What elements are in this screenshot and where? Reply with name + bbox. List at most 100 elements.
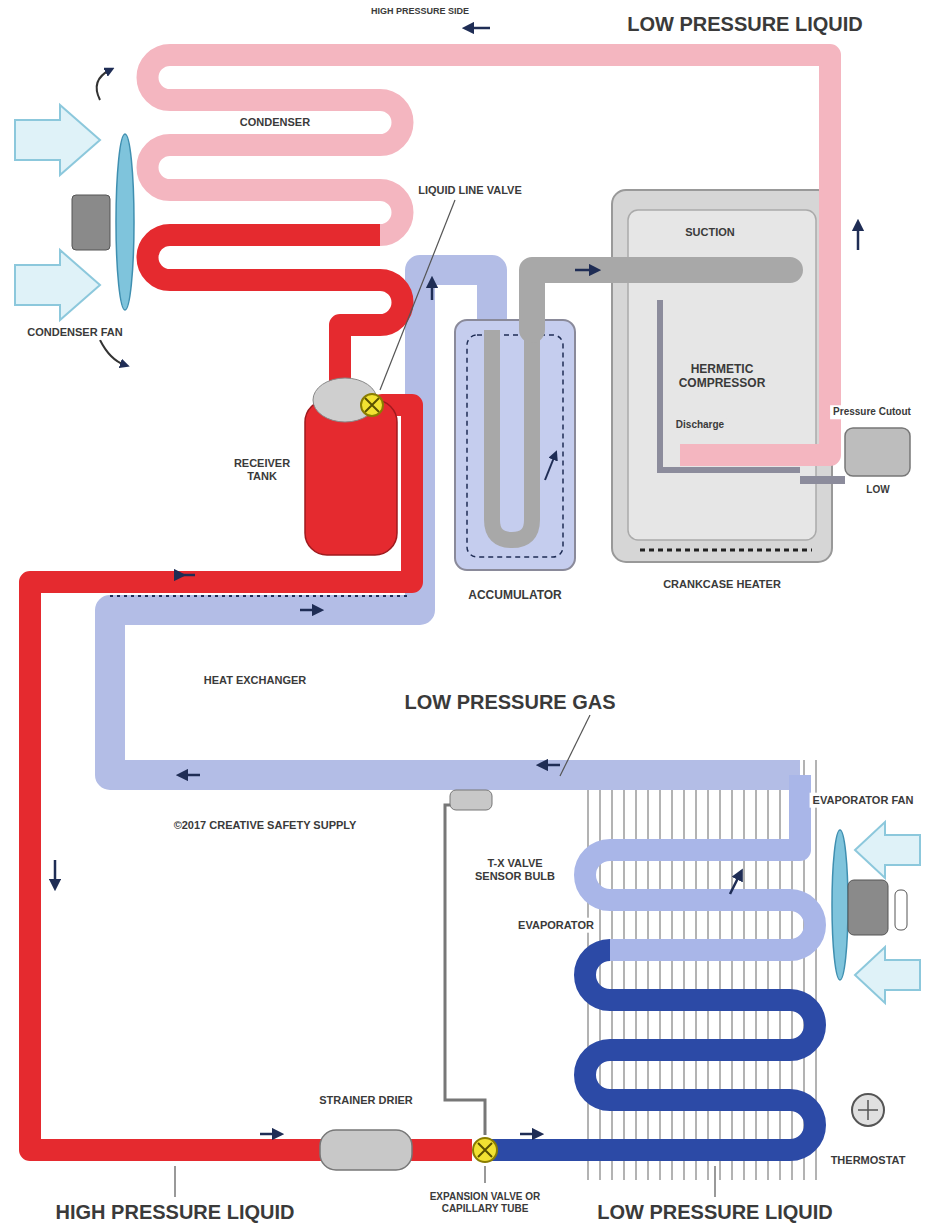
drawing-path	[730, 874, 740, 894]
drawing-path	[468, 27, 490, 30]
compressor-housing	[612, 190, 832, 562]
liquid-line	[30, 405, 472, 1150]
drawing-rect	[467, 335, 563, 557]
drawing-rect	[72, 195, 110, 250]
liquid-line-valve	[361, 394, 383, 416]
drawing-path	[484, 1166, 485, 1183]
strainer-drier	[320, 1130, 412, 1170]
fin	[599, 760, 601, 1180]
part-label: CONDENSER FAN	[24, 325, 125, 340]
drawing-path	[857, 225, 860, 250]
drawing-path	[260, 1133, 278, 1136]
part-label: EXPANSION VALVE OR CAPILLARY TUBE	[407, 1190, 563, 1215]
drawing-path	[560, 715, 590, 776]
drawing-rect	[895, 890, 907, 930]
fin	[707, 760, 709, 1180]
part-label: SUCTION	[682, 225, 738, 240]
drawing-path	[858, 1100, 878, 1120]
fin	[635, 760, 637, 1180]
fin	[779, 760, 781, 1180]
drawing-path	[180, 574, 195, 577]
fin	[767, 760, 769, 1180]
drawing-path	[182, 774, 200, 777]
sensor-bulb	[450, 790, 492, 810]
fin	[611, 760, 613, 1180]
fin	[671, 760, 673, 1180]
drawing-path	[300, 609, 318, 612]
drawing-polygon	[855, 947, 920, 1003]
part-label: LOW PRESSURE LIQUID	[624, 12, 866, 37]
drawing-path	[640, 549, 812, 552]
drawing-rect	[455, 320, 575, 570]
drawing-path	[800, 476, 845, 484]
part-label: EVAPORATOR	[515, 918, 597, 933]
part-label: EVAPORATOR FAN	[810, 793, 917, 808]
part-label: LOW PRESSURE GAS	[401, 690, 618, 715]
drawing-path	[575, 269, 595, 272]
drawing-path	[478, 1143, 492, 1157]
drawing-path	[174, 1166, 175, 1197]
evaporator-coil	[488, 950, 815, 1150]
fin	[659, 760, 661, 1180]
accumulator	[455, 320, 575, 570]
condenser-coil	[148, 235, 403, 405]
flow-arrows	[55, 28, 858, 1134]
condenser-coil	[148, 55, 831, 455]
drawing-path	[542, 764, 560, 767]
drawing-path	[100, 340, 125, 365]
part-label: HIGH PRESSURE SIDE	[368, 5, 472, 17]
drawing-path	[110, 595, 410, 597]
drawing-rect	[845, 428, 910, 476]
drawing-path	[492, 330, 532, 540]
drawing-rect	[305, 400, 397, 555]
evaporator-fan	[832, 822, 920, 1003]
drawing-polygon	[15, 105, 100, 175]
drawing-rect	[848, 880, 888, 935]
part-label: ©2017 CREATIVE SAFETY SUPPLY	[171, 818, 360, 833]
part-label: HEAT EXCHANGER	[201, 673, 309, 688]
drawing-polygon	[855, 822, 920, 878]
drawing-path	[97, 70, 110, 100]
drawing-circle	[852, 1094, 884, 1126]
drawing-path	[380, 200, 455, 390]
thermostat-symbol	[852, 1094, 884, 1126]
fin	[683, 760, 685, 1180]
fin	[719, 760, 721, 1180]
drawing-polygon	[15, 250, 100, 320]
fin	[743, 760, 745, 1180]
fin	[647, 760, 649, 1180]
part-label: STRAINER DRIER	[316, 1093, 416, 1108]
expansion-valve	[473, 1138, 497, 1162]
drawing-rect	[612, 190, 832, 562]
drawing-path	[545, 455, 555, 480]
drawing-path	[714, 1166, 715, 1197]
part-label: Pressure Cutout	[830, 405, 914, 419]
part-label: THERMOSTAT	[828, 1153, 909, 1168]
part-label: Discharge	[673, 418, 727, 432]
condenser-fan	[15, 70, 134, 365]
heat-exchanger-fins	[110, 595, 410, 597]
drawing-path	[520, 1133, 538, 1136]
evaporator-coil	[585, 775, 815, 950]
drawing-path	[365, 398, 379, 412]
part-label: HIGH PRESSURE LIQUID	[53, 1200, 298, 1225]
drawing-path	[54, 860, 57, 885]
part-label: LOW	[863, 483, 892, 497]
part-label: RECEIVER TANK	[224, 456, 300, 483]
part-label: CONDENSER	[237, 115, 313, 130]
part-label: T-X VALVE SENSOR BULB	[467, 856, 563, 883]
drawing-ellipse	[832, 830, 848, 980]
drawing-ellipse	[116, 134, 134, 310]
receiver-tank	[305, 378, 397, 555]
fin	[731, 760, 733, 1180]
part-label: ACCUMULATOR	[465, 588, 565, 604]
drawing-path	[431, 282, 434, 300]
leader-lines	[175, 200, 715, 1197]
part-label: CRANKCASE HEATER	[660, 577, 784, 592]
fin	[695, 760, 697, 1180]
capillary-line	[445, 805, 485, 1135]
fin	[755, 760, 757, 1180]
part-label: LOW PRESSURE LIQUID	[594, 1200, 836, 1225]
component-name: HERMETIC COMPRESSOR	[663, 360, 781, 393]
